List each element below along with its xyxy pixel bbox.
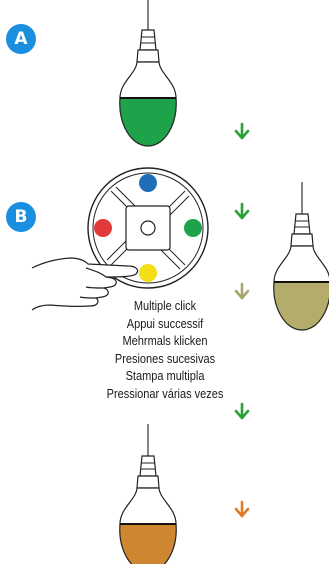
instruction-line: Stampa multipla [125,369,205,384]
light-bulb-icon [119,0,177,147]
blue-button[interactable] [139,174,157,192]
pointing-hand-icon [31,257,139,311]
yellow-button[interactable] [139,264,157,282]
remote-control-icon [87,167,209,289]
red-button[interactable] [94,219,112,237]
instruction-line: Pressionar várias vezes [106,386,224,401]
instruction-line: Mehrmals klicken [122,334,208,349]
step-a-badge: A [6,24,36,54]
down-arrow-icon [234,402,250,420]
step-b-badge: B [6,202,36,232]
instruction-line: Appui successif [126,316,204,331]
light-bulb-icon [273,181,329,331]
instruction-caption: Multiple click Appui successif Mehrmals … [90,298,240,404]
down-arrow-icon [234,282,250,300]
down-arrow-icon [234,202,250,220]
green-button[interactable] [184,219,202,237]
instruction-line: Presiones sucesivas [114,351,216,366]
light-bulb-icon [119,423,177,564]
instruction-line: Multiple click [133,299,197,313]
down-arrow-icon [234,500,250,518]
down-arrow-icon [234,122,250,140]
